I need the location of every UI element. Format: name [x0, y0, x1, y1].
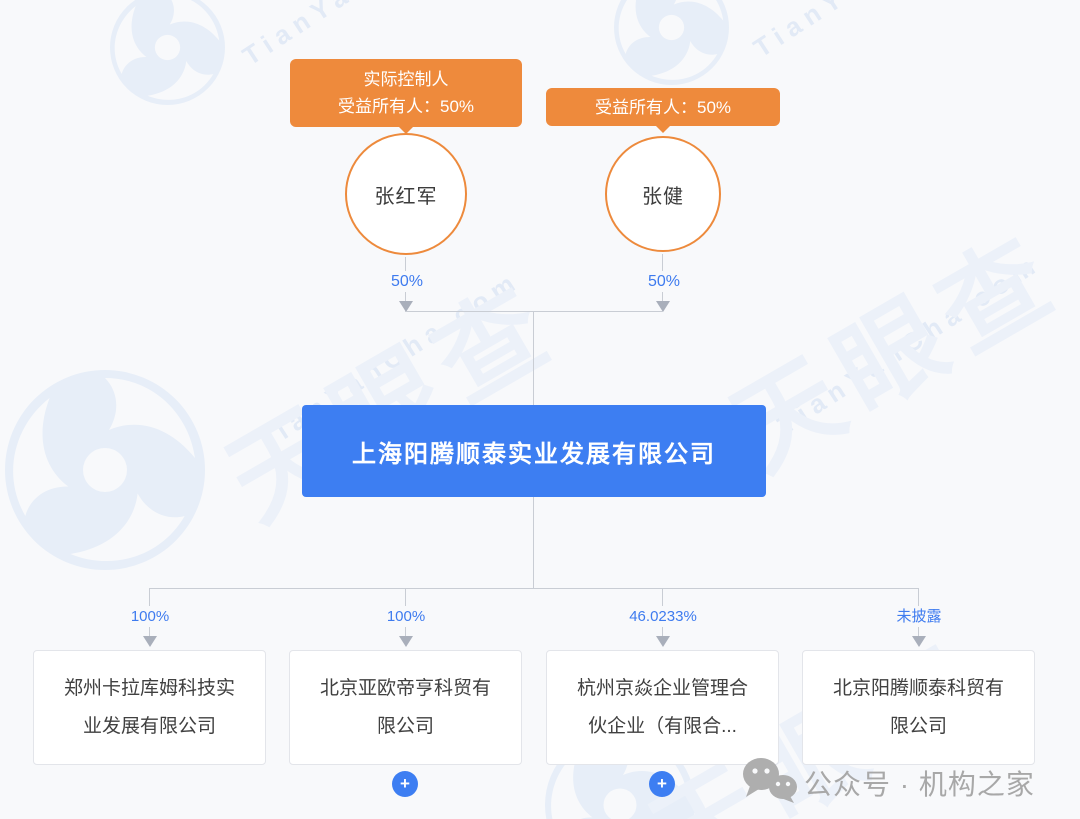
- shareholder-node[interactable]: 张红军: [345, 133, 467, 255]
- subsidiary-node[interactable]: 郑州卡拉库姆科技实业发展有限公司: [33, 650, 266, 765]
- parent-company-node[interactable]: 上海阳腾顺泰实业发展有限公司: [302, 405, 766, 497]
- connector-line: [533, 312, 534, 405]
- badge-line: 实际控制人: [363, 70, 449, 89]
- arrow-down-icon: [912, 636, 926, 647]
- arrow-down-icon: [143, 636, 157, 647]
- arrow-down-icon: [656, 636, 670, 647]
- connector-line: [533, 497, 534, 588]
- subsidiary-name: 郑州卡拉库姆科技实业发展有限公司: [63, 677, 235, 737]
- watermark-brand-en: TianYanCha.com: [772, 247, 1046, 441]
- parent-company-name: 上海阳腾顺泰实业发展有限公司: [352, 440, 716, 468]
- share-percentage-label: 50%: [642, 271, 686, 292]
- expand-button[interactable]: +: [392, 771, 418, 797]
- footer-watermark-text: 公众号 · 机构之家: [804, 769, 1035, 800]
- shareholder-node[interactable]: 张健: [605, 136, 721, 252]
- arrow-down-icon: [399, 636, 413, 647]
- arrow-down-icon: [656, 301, 670, 312]
- share-percentage-label: 100%: [381, 606, 431, 627]
- subsidiary-name: 北京阳腾顺泰科贸有限公司: [832, 677, 1004, 737]
- shareholder-name: 张健: [642, 185, 684, 208]
- share-percentage-label: 50%: [385, 271, 429, 292]
- arrow-down-icon: [399, 301, 413, 312]
- actual-controller-badge: 实际控制人 受益所有人：50%: [290, 59, 522, 127]
- subsidiary-node[interactable]: 杭州京焱企业管理合伙企业（有限合...: [546, 650, 779, 765]
- tianyancha-logo-watermark-icon: [5, 370, 205, 570]
- subsidiary-name: 杭州京焱企业管理合伙企业（有限合...: [576, 677, 748, 737]
- watermark-brand-en: TianYanCha.com: [748, 0, 1022, 64]
- share-percentage-label: 未披露: [891, 606, 947, 627]
- subsidiary-node[interactable]: 北京阳腾顺泰科贸有限公司: [802, 650, 1035, 765]
- subsidiary-node[interactable]: 北京亚欧帝亨科贸有限公司: [289, 650, 522, 765]
- beneficiary-badge: 受益所有人：50%: [546, 88, 780, 126]
- subsidiary-name: 北京亚欧帝亨科贸有限公司: [319, 677, 491, 737]
- connector-line: [405, 311, 663, 312]
- badge-line: 受益所有人：50%: [594, 97, 732, 117]
- shareholder-name: 张红军: [374, 185, 438, 208]
- share-percentage-label: 100%: [125, 606, 175, 627]
- badge-line: 受益所有人：50%: [337, 97, 475, 116]
- tianyancha-logo-watermark-icon: [614, 0, 729, 85]
- expand-button[interactable]: +: [649, 771, 675, 797]
- tianyancha-logo-watermark-icon: [110, 0, 225, 105]
- wechat-icon: [743, 758, 797, 803]
- connector-line: [149, 588, 919, 589]
- share-percentage-label: 46.0233%: [624, 606, 702, 627]
